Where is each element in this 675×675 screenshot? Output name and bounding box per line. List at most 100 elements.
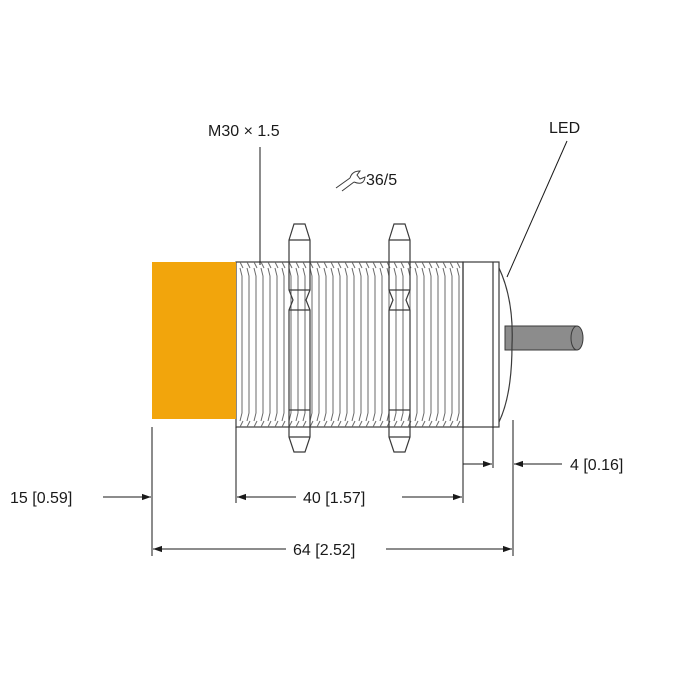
thread-ridge — [358, 267, 362, 422]
thread-ridge — [239, 267, 243, 422]
thread-spec-label: M30 × 1.5 — [208, 123, 280, 140]
thread-ridge — [260, 267, 264, 422]
dim-thread-length: 40 [1.57] — [237, 490, 462, 507]
thread-ridge — [414, 267, 418, 422]
dim-rear-length: 4 [0.16] — [463, 457, 623, 474]
thread-crest-bottom — [456, 420, 461, 428]
thread-ridge — [421, 267, 425, 422]
thread-crest-bottom — [365, 420, 370, 428]
hex-nut-left — [288, 223, 311, 453]
thread-crest-top — [421, 261, 426, 269]
thread-crest-bottom — [274, 420, 279, 428]
extension-lines — [151, 420, 514, 556]
thread-ridge — [393, 267, 397, 422]
wrench-icon — [335, 170, 366, 192]
thread-ridge — [449, 267, 453, 422]
thread-crest-top — [449, 261, 454, 269]
thread-ridge — [253, 267, 257, 422]
sensing-face — [152, 262, 236, 419]
thread-ridge — [274, 267, 278, 422]
thread-ridge — [309, 267, 313, 422]
thread-crest-top — [379, 261, 384, 269]
thread-crest-top — [351, 261, 356, 269]
thread-ridge — [316, 267, 320, 422]
thread-crest-bottom — [330, 420, 335, 428]
thread-ridge — [302, 267, 306, 422]
threaded-body — [235, 261, 464, 428]
thread-crest-top — [267, 261, 272, 269]
thread-crest-top — [358, 261, 363, 269]
dim-total-length: 64 [2.52] — [153, 542, 512, 559]
thread-crest-top — [295, 261, 300, 269]
thread-crest-top — [393, 261, 398, 269]
thread-crest-bottom — [239, 420, 244, 428]
thread-ridge — [344, 267, 348, 422]
led-leader — [506, 140, 568, 278]
thread-ridge — [365, 267, 369, 422]
thread-crest-bottom — [281, 420, 286, 428]
thread-crest-bottom — [337, 420, 342, 428]
thread-crest-bottom — [316, 420, 321, 428]
thread-crest-top — [253, 261, 258, 269]
thread-crest-bottom — [393, 420, 398, 428]
svg-text:15 [0.59]: 15 [0.59] — [10, 490, 72, 507]
thread-crest-bottom — [442, 420, 447, 428]
thread-crest-top — [365, 261, 370, 269]
thread-crest-bottom — [414, 420, 419, 428]
cable — [504, 325, 584, 351]
thread-crest-top — [400, 261, 405, 269]
thread-crest-top — [323, 261, 328, 269]
thread-crest-top — [435, 261, 440, 269]
thread-crest-bottom — [428, 420, 433, 428]
thread-crest-bottom — [435, 420, 440, 428]
thread-ridge — [281, 267, 285, 422]
thread-ridge — [400, 267, 404, 422]
thread-crest-top — [330, 261, 335, 269]
thread-crest-bottom — [351, 420, 356, 428]
thread-crest-top — [414, 261, 419, 269]
dim-cap-length: 15 [0.59] — [10, 490, 151, 507]
thread-crest-top — [456, 261, 461, 269]
thread-ridge — [337, 267, 341, 422]
hex-nut-right — [388, 223, 411, 453]
thread-crest-top — [316, 261, 321, 269]
thread-crest-bottom — [449, 420, 454, 428]
thread-crest-bottom — [295, 420, 300, 428]
thread-ridge — [428, 267, 432, 422]
thread-lines — [239, 261, 461, 428]
thread-ridge — [295, 267, 299, 422]
thread-ridge — [456, 267, 460, 422]
thread-crest-top — [302, 261, 307, 269]
thread-crest-bottom — [260, 420, 265, 428]
thread-crest-top — [428, 261, 433, 269]
thread-ridge — [351, 267, 355, 422]
thread-crest-top — [274, 261, 279, 269]
thread-crest-bottom — [302, 420, 307, 428]
svg-text:64 [2.52]: 64 [2.52] — [293, 542, 355, 559]
led-label: LED — [549, 120, 580, 137]
thread-ridge — [246, 267, 250, 422]
thread-crest-top — [281, 261, 286, 269]
thread-crest-bottom — [400, 420, 405, 428]
thread-crest-top — [246, 261, 251, 269]
thread-crest-top — [344, 261, 349, 269]
thread-ridge — [330, 267, 334, 422]
thread-crest-bottom — [379, 420, 384, 428]
thread-crest-bottom — [267, 420, 272, 428]
thread-crest-bottom — [253, 420, 258, 428]
thread-ridge — [442, 267, 446, 422]
thread-crest-bottom — [246, 420, 251, 428]
svg-text:4 [0.16]: 4 [0.16] — [570, 457, 623, 474]
thread-ridge — [379, 267, 383, 422]
thread-crest-top — [337, 261, 342, 269]
thread-ridge — [288, 267, 292, 422]
thread-ridge — [267, 267, 271, 422]
thread-crest-top — [442, 261, 447, 269]
thread-crest-bottom — [323, 420, 328, 428]
thread-crest-top — [239, 261, 244, 269]
thread-crest-top — [372, 261, 377, 269]
svg-text:40 [1.57]: 40 [1.57] — [303, 490, 365, 507]
thread-crest-bottom — [358, 420, 363, 428]
thread-crest-top — [260, 261, 265, 269]
